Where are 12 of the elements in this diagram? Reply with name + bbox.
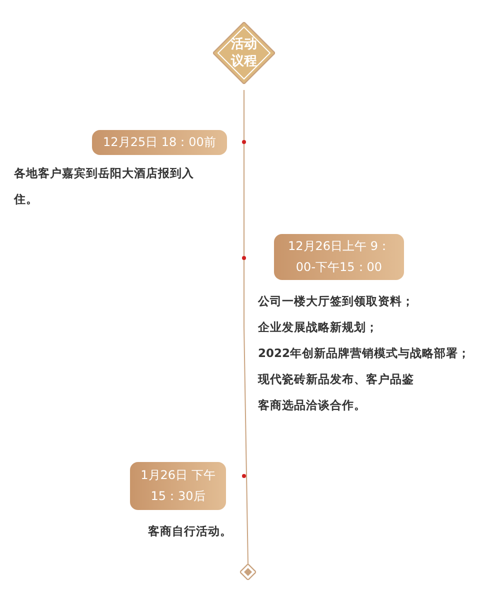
- agenda-text: 客商选品洽谈合作。: [258, 397, 367, 414]
- agenda-text: 2022年创新品牌营销模式与战略部署；: [258, 345, 472, 362]
- agenda-text: 公司一楼大厅签到领取资料；: [258, 293, 415, 310]
- date-badge: 1月26日 下午 15：30后: [130, 462, 226, 510]
- agenda-text: 现代瓷砖新品发布、客户品鉴: [258, 371, 415, 388]
- date-badge: 12月25日 18：00前: [92, 130, 227, 155]
- agenda-text: 各地客户嘉宾到岳阳大酒店报到入住。: [14, 165, 195, 208]
- title-text: 活动议程: [230, 36, 258, 70]
- date-badge: 12月26日上午 9：00-下午15：00: [274, 234, 404, 280]
- agenda-text: 企业发展战略新规划；: [258, 319, 379, 336]
- agenda-text: 客商自行活动。: [148, 523, 233, 540]
- timeline-line: [244, 90, 248, 564]
